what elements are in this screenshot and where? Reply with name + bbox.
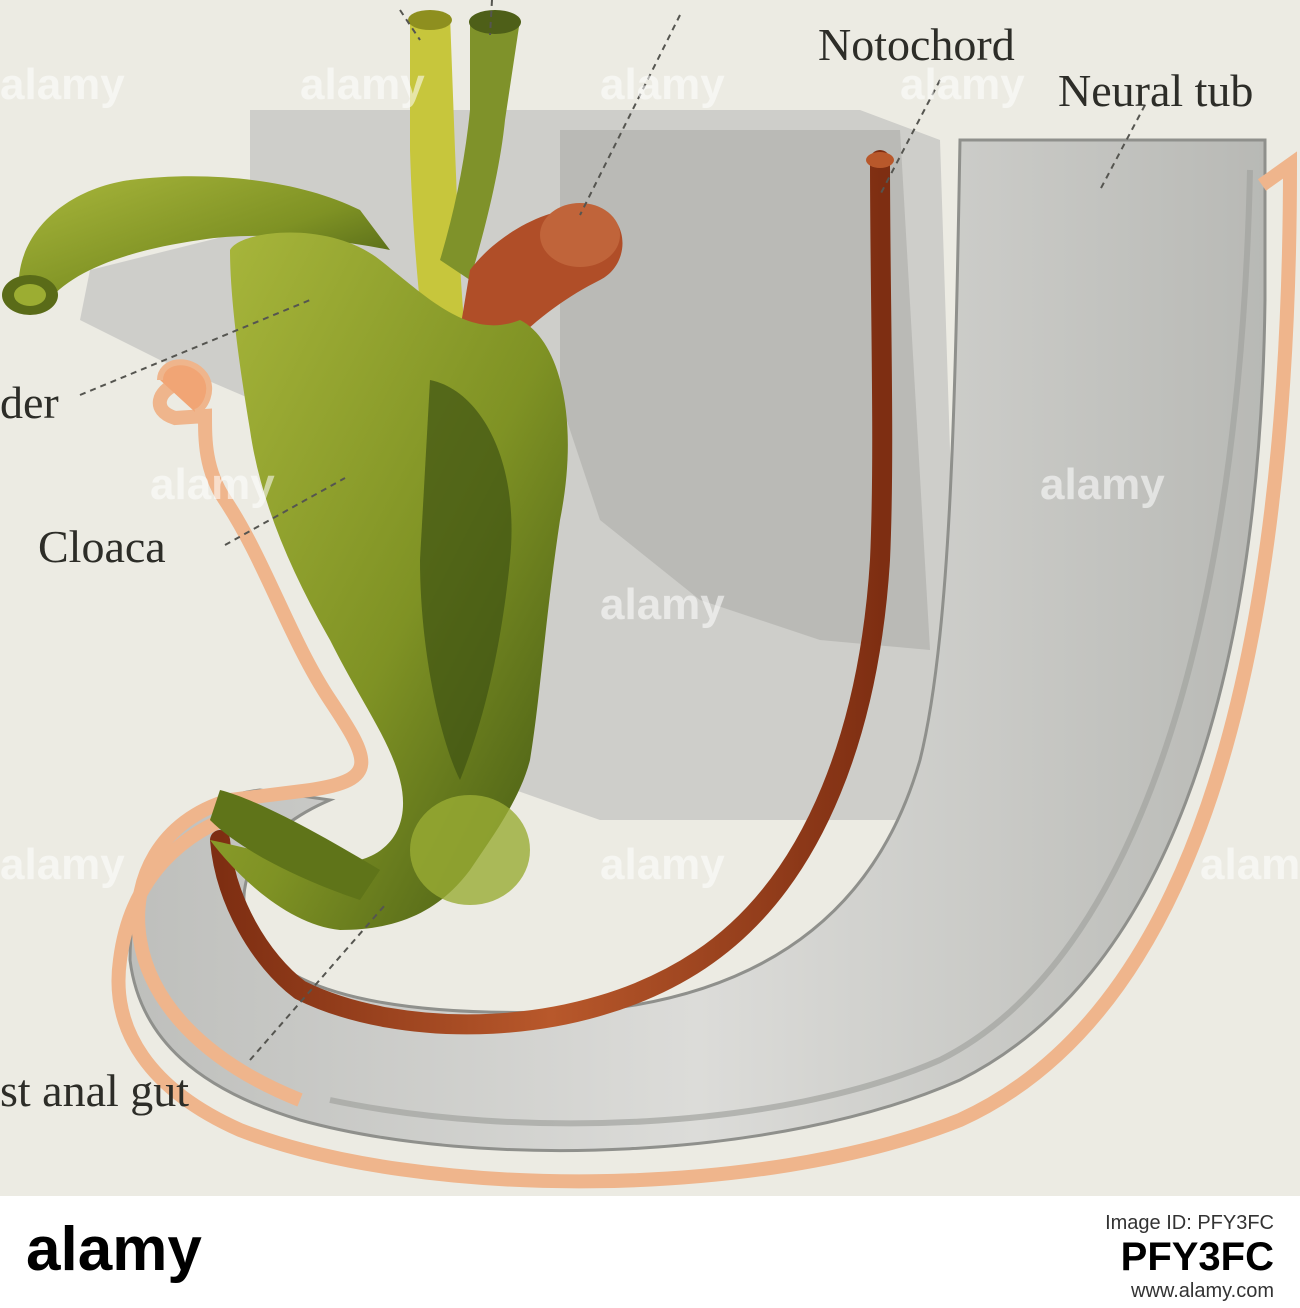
image-id-block: Image ID: PFY3FC PFY3FC www.alamy.com bbox=[1105, 1212, 1274, 1303]
watermark: alamy bbox=[600, 580, 725, 629]
anatomical-figure: alamy alamy alamy alamy alamy alamy alam… bbox=[0, 0, 1300, 1189]
alamy-logo: alamy bbox=[26, 1215, 202, 1284]
ureter bbox=[440, 20, 520, 280]
label-post-anal-gut: st anal gut bbox=[0, 1065, 190, 1116]
watermark: alamy bbox=[600, 60, 725, 109]
cloaca-bulb bbox=[410, 795, 530, 905]
watermark: alamy bbox=[0, 840, 125, 889]
notochord-end bbox=[866, 152, 894, 168]
watermark: alamy bbox=[1040, 460, 1165, 509]
leader-metanephros bbox=[579, 14, 681, 216]
ectoderm-outline bbox=[111, 151, 1298, 1189]
label-bladder: der bbox=[0, 377, 59, 428]
watermark: alamy bbox=[1200, 840, 1300, 889]
watermark: alamy bbox=[150, 460, 275, 509]
allantois bbox=[18, 176, 390, 305]
watermark: alamy bbox=[0, 60, 125, 109]
leader-neural-tube bbox=[1099, 104, 1146, 191]
notochord bbox=[210, 150, 893, 1035]
leader-bladder bbox=[79, 299, 311, 396]
image-id-code: PFY3FC bbox=[1120, 1235, 1274, 1279]
label-cloaca: Cloaca bbox=[38, 521, 166, 572]
ectoderm-front bbox=[131, 378, 369, 1107]
cloaca-shading bbox=[420, 380, 512, 780]
label-neural-tube: Neural tub bbox=[1058, 65, 1254, 116]
embryo-illustration bbox=[2, 0, 1298, 1189]
watermark: alamy bbox=[600, 840, 725, 889]
urinary-bladder bbox=[210, 232, 568, 930]
leader-post-anal-gut bbox=[249, 904, 386, 1061]
watermark: alamy bbox=[900, 60, 1025, 109]
cloacal-membrane bbox=[157, 359, 213, 415]
mesenchyme-shadow bbox=[560, 130, 930, 650]
post-anal-gut bbox=[210, 790, 380, 900]
leader-duct-b bbox=[489, 0, 493, 36]
watermark: alamy bbox=[300, 60, 425, 109]
image-id-caption: Image ID: PFY3FC bbox=[1105, 1212, 1274, 1234]
label-notochord: Notochord bbox=[818, 19, 1015, 70]
neural-tube-lumen bbox=[329, 169, 1253, 1127]
stock-footer: alamy Image ID: PFY3FC PFY3FC www.alamy.… bbox=[0, 1196, 1300, 1308]
site-url: www.alamy.com bbox=[1131, 1280, 1274, 1302]
leader-cloaca bbox=[224, 477, 346, 546]
